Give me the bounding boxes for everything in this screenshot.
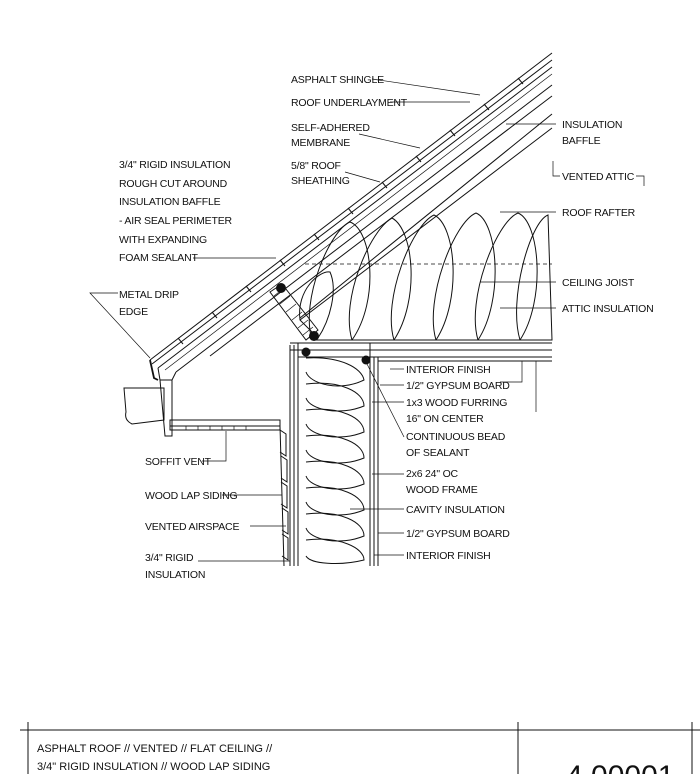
label-interior-finish-top: INTERIOR FINISH [406, 364, 491, 376]
label-metal-drip-1: METAL DRIP [119, 289, 179, 301]
label-asphalt-shingle: ASPHALT SHINGLE [291, 74, 384, 86]
label-insulation-baffle-1: INSULATION [562, 119, 622, 131]
label-gypsum-bottom: 1/2" GYPSUM BOARD [406, 528, 510, 540]
label-roof-sheathing-1: 5/8" ROOF [291, 160, 341, 172]
label-self-adhered-1: SELF-ADHERED [291, 122, 370, 134]
title-line-2: 3/4" RIGID INSULATION // WOOD LAP SIDING [37, 761, 270, 773]
label-attic-insulation: ATTIC INSULATION [562, 303, 654, 315]
roof-assembly [149, 52, 553, 437]
label-gypsum-top: 1/2" GYPSUM BOARD [406, 380, 510, 392]
label-furring-2: 16" ON CENTER [406, 413, 484, 425]
label-interior-finish-bottom: INTERIOR FINISH [406, 550, 491, 562]
label-furring-1: 1x3 WOOD FURRING [406, 397, 507, 409]
label-cavity-insulation: CAVITY INSULATION [406, 504, 505, 516]
label-rigid-bottom-1: 3/4" RIGID [145, 552, 194, 564]
label-rigid-note-5: WITH EXPANDING [119, 234, 207, 246]
label-wood-lap-siding: WOOD LAP SIDING [145, 490, 238, 502]
label-roof-underlayment: ROOF UNDERLAYMENT [291, 97, 408, 109]
label-rigid-bottom-2: INSULATION [145, 569, 205, 581]
label-insulation-baffle-2: BAFFLE [562, 135, 601, 147]
detail-number: 4.00001 [566, 760, 674, 774]
label-sealant-2: OF SEALANT [406, 447, 470, 459]
label-self-adhered-2: MEMBRANE [291, 137, 350, 149]
wall-assembly [279, 342, 379, 567]
title-line-1: ASPHALT ROOF // VENTED // FLAT CEILING /… [37, 743, 273, 755]
ceiling-finish [370, 356, 552, 412]
label-rigid-note-6: FOAM SEALANT [119, 252, 198, 264]
callout-labels: ASPHALT SHINGLE ROOF UNDERLAYMENT SELF-A… [119, 74, 654, 581]
wall-cavity-insulation [305, 357, 365, 564]
label-roof-rafter: ROOF RAFTER [562, 207, 636, 219]
label-rigid-note-4: - AIR SEAL PERIMETER [119, 215, 233, 227]
shingle-courses [177, 77, 524, 345]
attic-insulation-batts [299, 212, 553, 341]
label-vented-attic: VENTED ATTIC [562, 171, 635, 183]
label-rigid-note-3: INSULATION BAFFLE [119, 196, 221, 208]
title-block: ASPHALT ROOF // VENTED // FLAT CEILING /… [20, 722, 700, 774]
label-rigid-note-2: ROUGH CUT AROUND [119, 178, 228, 190]
leader-lines [89, 78, 645, 562]
label-ceiling-joist: CEILING JOIST [562, 277, 635, 289]
label-metal-drip-2: EDGE [119, 306, 148, 318]
eave-rigid-insulation [269, 283, 319, 341]
label-frame-1: 2x6 24" OC [406, 468, 459, 480]
label-frame-2: WOOD FRAME [406, 484, 478, 496]
label-sealant-1: CONTINUOUS BEAD [406, 431, 506, 443]
label-vented-airspace: VENTED AIRSPACE [145, 521, 239, 533]
label-rigid-note-1: 3/4" RIGID INSULATION [119, 159, 230, 171]
label-soffit-vent: SOFFIT VENT [145, 456, 212, 468]
label-roof-sheathing-2: SHEATHING [291, 175, 350, 187]
soffit-and-gutter [123, 387, 281, 431]
